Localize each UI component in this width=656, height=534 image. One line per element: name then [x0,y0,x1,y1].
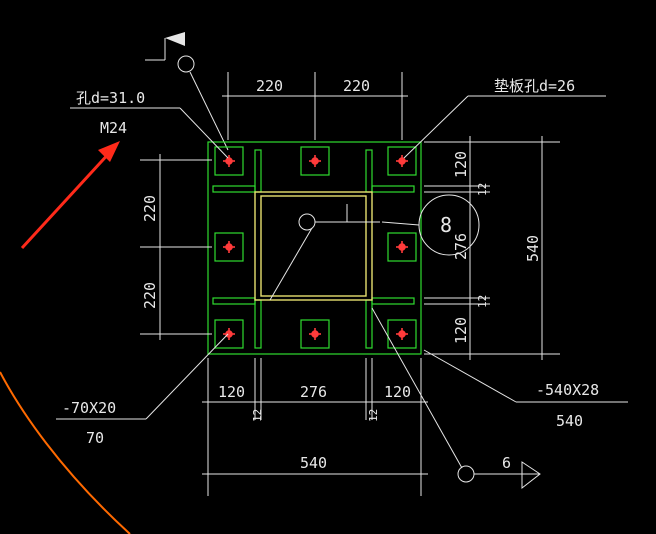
red-annotation-arrow-icon [20,141,120,250]
column-section [254,191,373,301]
label-plate-540x28: -540X28 [536,381,599,399]
label-plate-540: 540 [556,412,583,430]
label-bolt-m24: M24 [100,119,127,137]
dim-right-mid: 276 [452,233,470,260]
dim-right-small-bottom: 12 [476,295,489,308]
weld-arrow-label: 6 [502,454,511,472]
center-leader [269,204,380,301]
base-plate-outline [207,141,422,355]
dim-left-top: 220 [141,195,159,222]
dim-right-small-top: 12 [476,183,489,196]
section-marker-icon: 6 [371,307,541,490]
dim-top-left: 220 [256,77,283,95]
arc-line [0,371,131,534]
leader-plate-540x28: -540X28 540 [423,349,628,430]
leader-hole-d31: 孔d=31.0 M24 [70,89,229,159]
leader-plate-70x20: -70X20 70 [56,333,229,447]
label-plate-70: 70 [86,429,104,447]
leader-pad-hole: 垫板孔d=26 [403,77,606,159]
dim-left-bottom: 220 [141,282,159,309]
label-hole-d31: 孔d=31.0 [76,89,145,107]
label-pad-hole-d26: 垫板孔d=26 [494,77,575,95]
right-dimension: 120 12 276 12 120 540 [424,136,560,360]
dim-bottom-total: 540 [300,454,327,472]
dim-bottom-small-right: 12 [367,409,380,422]
label-plate-70x20: -70X20 [62,399,116,417]
dim-right-total: 540 [524,235,542,262]
weld-symbol: 8 [381,194,480,256]
bottom-dimension: 120 276 120 12 12 540 [202,358,428,496]
dim-top-right: 220 [343,77,370,95]
top-dimension: 220 220 [222,72,408,140]
stiffener-ribs [212,149,415,349]
bolt-holes [223,155,408,340]
dim-bottom-left: 120 [218,383,245,401]
dim-right-bottom: 120 [452,317,470,344]
dim-right-top: 120 [452,151,470,178]
weld-circle-label: 8 [440,213,452,237]
bolt-squares [214,146,417,349]
dim-bottom-small-left: 12 [251,409,264,422]
left-dimension: 220 220 [140,154,212,340]
dim-bottom-mid: 276 [300,383,327,401]
dim-bottom-right: 120 [384,383,411,401]
section-flag-icon [145,32,229,151]
